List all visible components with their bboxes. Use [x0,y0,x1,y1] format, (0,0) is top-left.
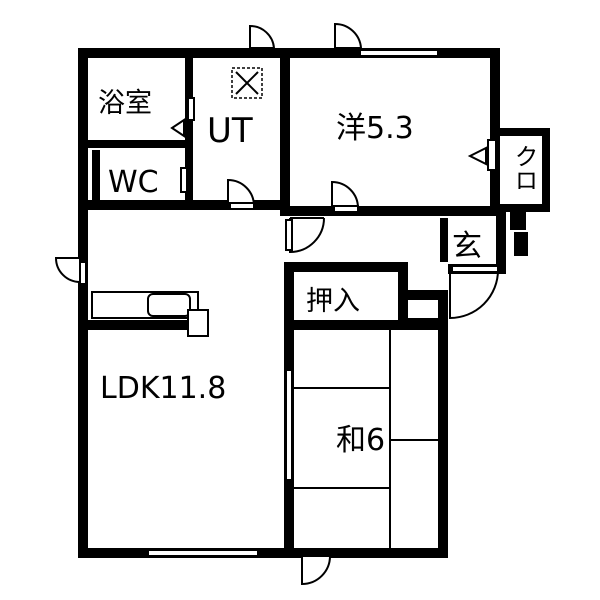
room-label-washitsu: 和6 [336,423,385,458]
room-label-closet: クロ [510,144,538,192]
room-label-ldk: LDK11.8 [100,371,226,406]
room-label-bath: 浴室 [98,88,152,119]
vent-fan-icon [231,67,263,99]
room-label-wc: WC [108,165,159,200]
room-label-western: 洋5.3 [336,111,414,146]
closet-nub [498,128,550,212]
room-label-oshiire: 押入 [306,286,360,317]
room-label-ut: UT [207,111,253,151]
windows [79,49,439,557]
kitchen-counter [91,291,209,337]
doors [54,22,499,586]
room-label-entrance: 玄 [452,229,482,264]
tatami-lines [294,330,440,548]
